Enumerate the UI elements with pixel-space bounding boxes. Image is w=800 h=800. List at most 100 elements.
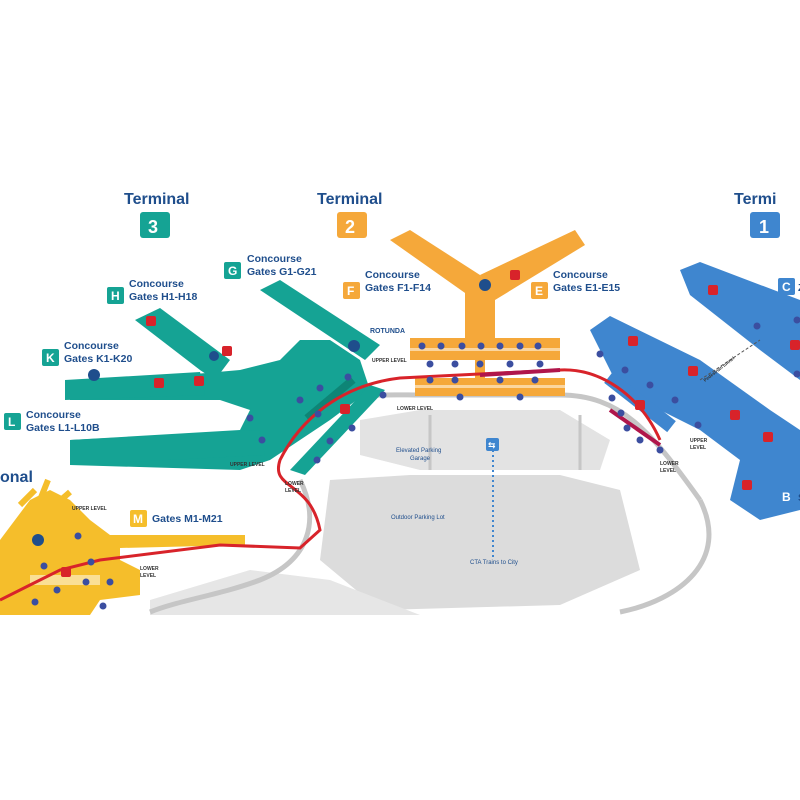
terminal-2-badge	[337, 212, 367, 238]
outdoor-parking-label: Outdoor Parking Lot	[391, 515, 445, 521]
concourse-l-badge	[4, 413, 21, 430]
concourse-l	[70, 430, 265, 465]
concourse-k-letter: K	[46, 351, 55, 365]
concourse-h-gates: Gates H1-H18	[129, 291, 197, 303]
concourse-e-letter: E	[535, 284, 543, 298]
t1-lower-label: LOWER	[660, 461, 679, 467]
restroom-icon	[146, 316, 156, 326]
concourse-c-badge	[778, 278, 795, 295]
parking-labels: Elevated Parking Garage Outdoor Parking …	[391, 441, 518, 566]
concourse-h-line1: Concourse	[129, 278, 184, 290]
tram-line	[608, 408, 662, 447]
terminal-2-title: Terminal	[317, 191, 383, 208]
concourse-m-letter: M	[133, 512, 143, 526]
terminal-3	[65, 280, 385, 475]
concourse-b-badge	[778, 488, 795, 505]
terminal-5-title: onal	[0, 469, 33, 486]
terminal-2	[390, 230, 585, 396]
transit-line	[0, 368, 662, 602]
west-parking-area	[150, 570, 420, 615]
t5-lower-label: LOWER	[140, 566, 159, 572]
concourse-b-letter: B	[782, 490, 791, 504]
t3-lower-label: LOWER	[285, 481, 304, 487]
t3-lower-level-label: LEVEL	[285, 488, 301, 494]
concourse-m-gates: Gates M1-M21	[152, 513, 223, 525]
concourse-g-gates: Gates G1-G21	[247, 266, 317, 278]
cta-trains-label: CTA Trains to City	[470, 560, 518, 566]
restroom-icon	[61, 567, 71, 577]
concourse-k	[65, 372, 205, 400]
concourse-c-line1: Z	[798, 282, 800, 294]
elevator-icon	[209, 351, 219, 361]
concourse-f-gates: Gates F1-F14	[365, 282, 431, 294]
concourse-g-letter: G	[228, 264, 237, 278]
restroom-icon	[708, 285, 718, 295]
concourse-g-line1: Concourse	[247, 253, 302, 265]
terminal-1-number: 1	[759, 217, 769, 237]
t1-upper-level-label: LEVEL	[690, 445, 706, 451]
restroom-icon	[340, 404, 350, 414]
concourse-b-line1: S	[798, 492, 800, 504]
concourse-l-line1: Concourse	[26, 409, 81, 421]
t1-lower-level-label: LEVEL	[660, 468, 676, 474]
restroom-icon	[790, 340, 800, 350]
ground-areas	[150, 410, 640, 615]
terminal-3-number: 3	[148, 217, 158, 237]
elevator-icon	[88, 369, 100, 381]
elevated-parking-label-2: Garage	[410, 456, 431, 462]
t2-upper-level-label: UPPER LEVEL	[372, 358, 407, 364]
concourse-g	[260, 280, 380, 360]
concourse-e-gates: Gates E1-E15	[553, 282, 620, 294]
concourse-b	[590, 316, 800, 520]
concourse-h	[135, 308, 230, 380]
terminal-2-stem	[465, 280, 495, 340]
elevated-parking-label-1: Elevated Parking	[396, 448, 441, 454]
outdoor-parking-lot	[320, 475, 640, 610]
restroom-icon	[730, 410, 740, 420]
concourse-f-line1: Concourse	[365, 269, 420, 281]
t5-lower-level-label: LEVEL	[140, 573, 156, 579]
restroom-icon	[742, 480, 752, 490]
t5-upper-level-label: UPPER LEVEL	[72, 506, 107, 512]
concourse-k-line1: Concourse	[64, 340, 119, 352]
concourse-e-badge	[531, 282, 548, 299]
tram-line	[479, 368, 561, 377]
restroom-icon	[763, 432, 773, 442]
concourse-l-letter: L	[8, 415, 15, 429]
rotunda-label: ROTUNDA	[370, 328, 405, 335]
t1-upper-label: UPPER	[690, 438, 708, 444]
transit-system	[0, 368, 662, 602]
terminal-5	[0, 478, 245, 615]
concourse-labels: G Concourse Gates G1-G21 H Concourse Gat…	[4, 253, 800, 527]
terminal-labels: Terminal 3 Terminal 2 Termi 1 onal	[0, 191, 780, 486]
restroom-icon	[628, 336, 638, 346]
concourse-h-letter: H	[111, 289, 120, 303]
concourse-e-line1: Concourse	[553, 269, 608, 281]
terminal-2-number: 2	[345, 217, 355, 237]
t2-lower-level-label: LOWER LEVEL	[397, 406, 433, 412]
t3-upper-level-label: UPPER LEVEL	[230, 462, 265, 468]
concourse-l-gates: Gates L1-L10B	[26, 422, 100, 434]
concourse-c-letter: C	[782, 280, 791, 294]
restroom-icon	[510, 270, 520, 280]
train-icon	[486, 438, 499, 451]
facility-icons	[31, 270, 800, 610]
terminal-3-title: Terminal	[124, 191, 190, 208]
gate-marker-icons	[31, 316, 800, 610]
concourse-g-badge	[224, 262, 241, 279]
restroom-icon	[194, 376, 204, 386]
terminal-1-title: Termi	[734, 191, 776, 208]
elevator-icon	[479, 279, 491, 291]
restroom-icon	[688, 366, 698, 376]
restroom-icon	[154, 378, 164, 388]
restroom-icon	[635, 400, 645, 410]
terminal-3-badge	[140, 212, 170, 238]
restroom-icon	[222, 346, 232, 356]
concourse-e	[480, 230, 585, 300]
cta-arrow-icon: ⇆	[488, 441, 496, 451]
concourse-k-badge	[42, 349, 59, 366]
terminal-3-lower-level	[290, 385, 385, 475]
concourse-f-badge	[343, 282, 360, 299]
concourse-k-gates: Gates K1-K20	[64, 353, 132, 365]
